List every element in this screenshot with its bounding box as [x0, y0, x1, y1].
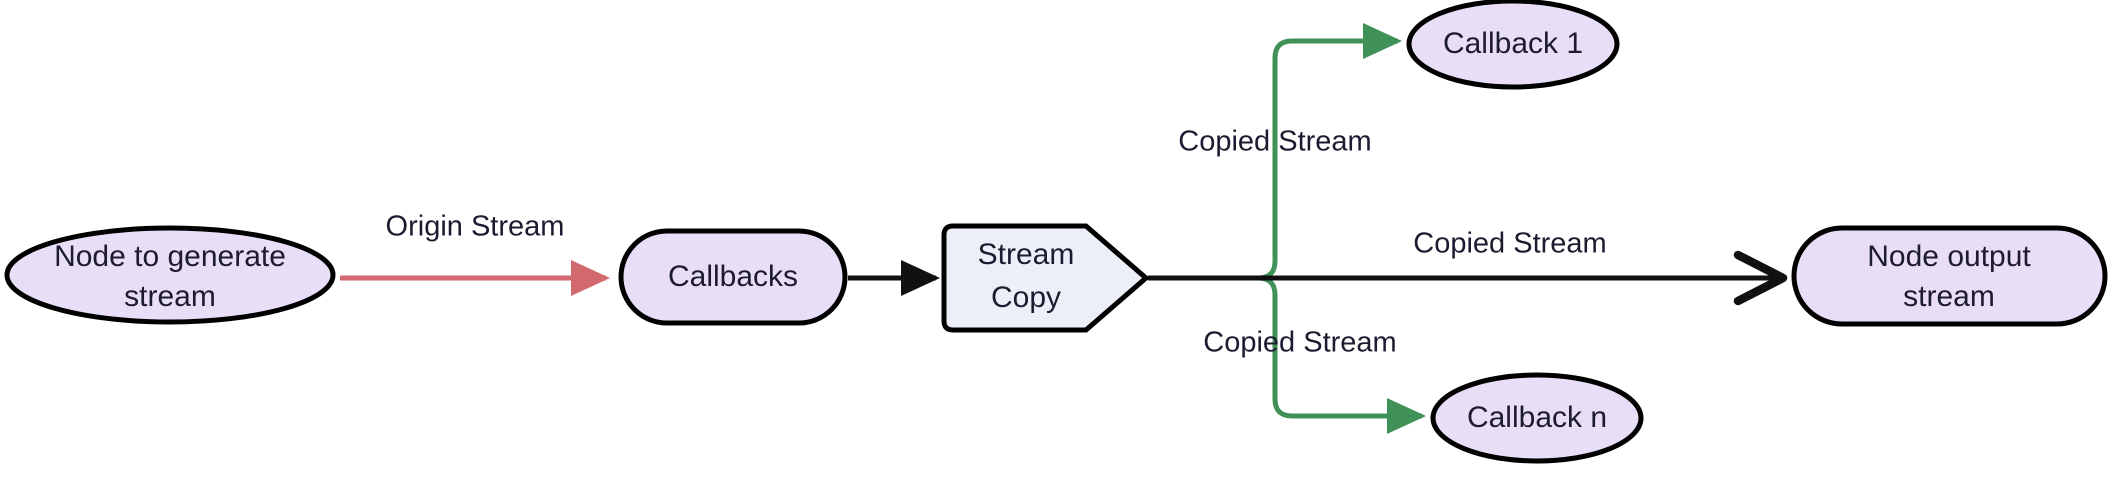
node-node-to-generate-stream[interactable]: Node to generate stream	[4, 225, 336, 325]
node-node-to-generate-stream-label-line1: Node to generate	[54, 240, 286, 273]
node-callbacks[interactable]: Callbacks	[618, 228, 848, 326]
edge-label-origin-stream: Origin Stream	[386, 211, 565, 243]
node-output-stream-shape[interactable]	[1791, 225, 2108, 327]
node-stream-copy-label-line1: Stream	[978, 238, 1075, 271]
node-callback-n[interactable]: Callback n	[1430, 372, 1644, 464]
node-callback-1[interactable]: Callback 1	[1406, 0, 1620, 90]
edge-copied-stream-middle: Copied Stream	[1148, 228, 1788, 306]
node-output-stream[interactable]: Node output stream	[1791, 225, 2108, 327]
node-output-stream-label-line2: stream	[1903, 280, 1995, 313]
node-output-stream-label-line1: Node output	[1867, 240, 2031, 273]
node-callback-1-shape[interactable]	[1406, 0, 1620, 90]
node-stream-copy-shape[interactable]	[941, 223, 1150, 333]
edge-label-copied-stream-middle: Copied Stream	[1413, 228, 1606, 260]
node-stream-copy-label-line2: Copy	[991, 281, 1061, 314]
node-callbacks-label: Callbacks	[668, 260, 798, 293]
node-node-to-generate-stream-label-line2: stream	[124, 280, 216, 313]
node-node-to-generate-stream-shape[interactable]	[4, 225, 336, 325]
edge-copied-stream-top: Copied Stream	[1148, 23, 1403, 281]
edge-copied-stream-bottom: Copied Stream	[1148, 275, 1427, 434]
edge-label-copied-stream-top: Copied Stream	[1178, 126, 1371, 158]
edge-label-copied-stream-bottom: Copied Stream	[1203, 327, 1396, 359]
edge-origin-stream: Origin Stream	[340, 211, 611, 296]
edge-copied-stream-top-line	[1148, 23, 1403, 281]
node-callback-n-shape[interactable]	[1430, 372, 1644, 464]
node-callback-n-label: Callback n	[1467, 401, 1607, 434]
node-callbacks-shape[interactable]	[618, 228, 848, 326]
node-callback-1-label: Callback 1	[1443, 27, 1583, 60]
node-stream-copy[interactable]: Stream Copy	[941, 223, 1150, 333]
